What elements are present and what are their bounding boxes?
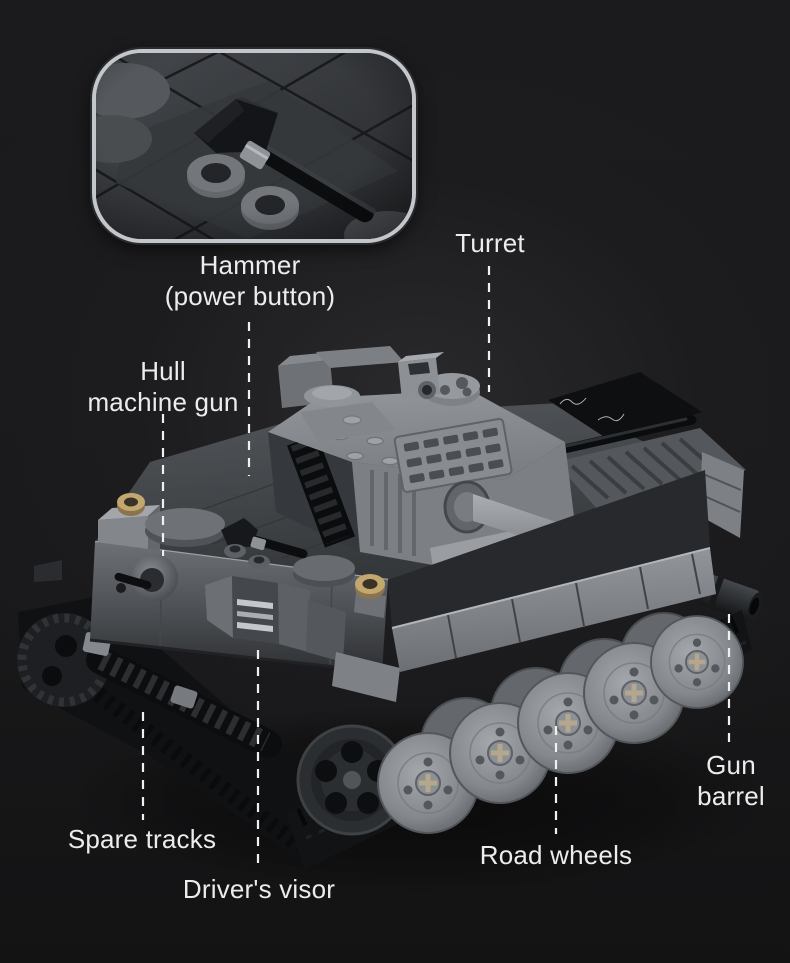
label-drivers-visor: Driver's visor (149, 874, 369, 905)
label-hammer: Hammer (power button) (130, 250, 370, 312)
grid-plate (393, 417, 513, 493)
label-gun-barrel: Gun barrel (651, 750, 790, 812)
deck-rings (224, 544, 270, 569)
label-road-wheels-text: Road wheels (479, 840, 633, 870)
hull-side (332, 470, 716, 702)
periscope-gold-left (117, 493, 145, 516)
road-wheel (651, 616, 743, 708)
label-gun-barrel-line2: barrel (697, 781, 765, 811)
cupola (398, 352, 480, 406)
label-hull-mg-line2: machine gun (87, 387, 239, 417)
spare-tracks-part (82, 632, 282, 758)
turret-spare-tracks (287, 434, 355, 548)
drive-sprocket (296, 724, 408, 836)
label-gun-barrel-line1: Gun (706, 750, 756, 780)
label-turret-text: Turret (455, 228, 525, 258)
label-hull-machine-gun: Hull machine gun (53, 356, 273, 418)
label-hammer-line2: (power button) (164, 281, 336, 311)
hammer-part (221, 518, 308, 559)
hammer-closeup-image (96, 53, 412, 239)
hammer-closeup-inset (92, 49, 416, 243)
right-track (286, 610, 752, 870)
label-hammer-line1: Hammer (199, 250, 301, 280)
leader-lines (141, 266, 731, 868)
rear-deck (548, 372, 746, 538)
periscope-gold-right (354, 574, 386, 618)
drivers-visor-part (205, 576, 346, 662)
label-road-wheels: Road wheels (446, 840, 666, 871)
label-spare-tracks: Spare tracks (32, 824, 252, 855)
label-spare-tracks-text: Spare tracks (67, 824, 217, 854)
label-turret: Turret (430, 228, 550, 259)
hull-machine-gun-part (114, 555, 178, 601)
tank-illustration (17, 266, 770, 895)
label-drivers-visor-text: Driver's visor (182, 874, 336, 904)
label-hull-mg-line1: Hull (140, 356, 186, 386)
